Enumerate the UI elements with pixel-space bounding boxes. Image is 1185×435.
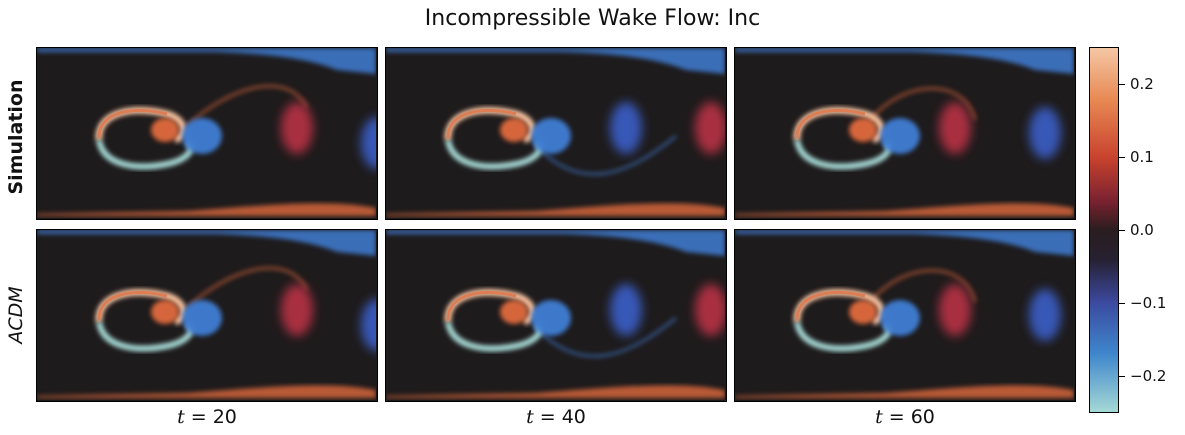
flow-field	[37, 230, 376, 400]
row-label-simulation: Simulation	[5, 79, 27, 195]
shed-vortex	[610, 284, 642, 336]
colorbar	[1089, 47, 1119, 413]
wall-shear-layer-top	[735, 48, 1074, 74]
column-label-t20: t = 20	[177, 406, 237, 428]
wall-shear-layer-bottom	[386, 385, 725, 398]
colorbar-tick-label: −0.2	[1130, 367, 1167, 385]
wall-shear-layer-bottom	[735, 203, 1074, 216]
colorbar-tick	[1119, 303, 1125, 304]
near-wake-vortex-negative	[531, 300, 571, 336]
colorbar-tick-label: 0.0	[1130, 221, 1154, 239]
near-wake-vortex-negative	[880, 118, 920, 154]
wake-tail	[534, 134, 677, 176]
shed-vortex	[939, 102, 971, 154]
row-label-acdm: ACDM	[5, 286, 27, 344]
near-wake-vortex-negative	[182, 300, 222, 336]
shed-vortex	[1029, 107, 1061, 159]
colorbar-tick	[1119, 157, 1125, 158]
near-wake-vortex-positive	[500, 300, 528, 324]
panel-acdm-t20	[36, 229, 378, 402]
panel-acdm-t60	[734, 229, 1076, 402]
column-value: 40	[561, 406, 586, 428]
panel-simulation-t40	[385, 47, 727, 220]
column-label-t40: t = 40	[526, 406, 586, 428]
wall-shear-layer-top	[386, 48, 725, 74]
colorbar-tick-label: −0.1	[1130, 294, 1167, 312]
shed-vortex	[361, 117, 376, 169]
flow-field	[735, 230, 1074, 400]
panel-simulation-t60	[734, 47, 1076, 220]
colorbar-tick-label: 0.1	[1130, 148, 1154, 166]
shed-vortex	[695, 284, 725, 336]
shed-vortex	[281, 284, 313, 336]
wake-tail	[185, 84, 309, 128]
column-value: 60	[910, 406, 935, 428]
near-wake-vortex-negative	[531, 118, 571, 154]
column-value: 20	[212, 406, 237, 428]
panel-acdm-t40	[385, 229, 727, 402]
colorbar-tick	[1119, 230, 1125, 231]
shed-vortex	[281, 102, 313, 154]
wall-shear-layer-bottom	[386, 203, 725, 216]
near-wake-vortex-negative	[880, 300, 920, 336]
wall-shear-layer-top	[37, 230, 376, 256]
shed-vortex	[939, 284, 971, 336]
colorbar-tick	[1119, 376, 1125, 377]
shed-vortex	[1029, 289, 1061, 341]
shed-vortex	[695, 102, 725, 154]
wake-tail	[534, 316, 677, 358]
near-wake-vortex-positive	[849, 118, 877, 142]
wall-shear-layer-top	[386, 230, 725, 256]
flow-field	[386, 230, 725, 400]
flow-field	[37, 48, 376, 218]
wall-shear-layer-bottom	[735, 385, 1074, 398]
wall-shear-layer-top	[37, 48, 376, 74]
column-label-t60: t = 60	[875, 406, 935, 428]
figure-title: Incompressible Wake Flow: Inc	[424, 6, 761, 31]
wall-shear-layer-bottom	[37, 203, 376, 216]
wake-tail	[185, 266, 309, 310]
near-wake-vortex-positive	[151, 118, 179, 142]
wake-tail	[868, 87, 977, 121]
wake-tail	[868, 269, 977, 303]
near-wake-vortex-negative	[182, 118, 222, 154]
flow-field	[735, 48, 1074, 218]
shed-vortex	[610, 102, 642, 154]
colorbar-tick-label: 0.2	[1130, 75, 1154, 93]
wall-shear-layer-top	[735, 230, 1074, 256]
colorbar-tick	[1119, 84, 1125, 85]
wall-shear-layer-bottom	[37, 385, 376, 398]
near-wake-vortex-positive	[500, 118, 528, 142]
panel-simulation-t20	[36, 47, 378, 220]
flow-field	[386, 48, 725, 218]
near-wake-vortex-positive	[849, 300, 877, 324]
near-wake-vortex-positive	[151, 300, 179, 324]
shed-vortex	[361, 299, 376, 351]
